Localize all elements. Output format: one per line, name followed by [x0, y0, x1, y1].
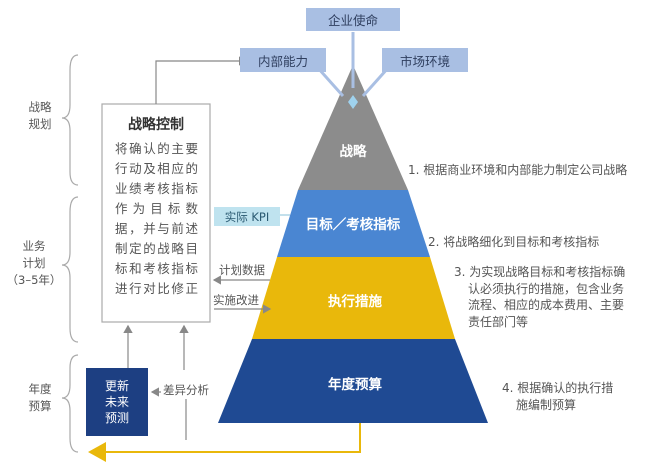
description-2: 2. 将战略细化到目标和考核指标: [428, 235, 600, 249]
pyramid-label-budget: 年度预算: [328, 377, 382, 393]
pyramid-label-measures: 执行措施: [328, 294, 382, 310]
apex-diamond: [348, 95, 358, 109]
strategy-control-text: 将确认的主要 行动及相应的 业绩考核指标 作为目标数 据，并与前述 制定的战略目…: [115, 141, 198, 296]
pyramid-tier-measures: [252, 257, 455, 339]
pyramid-label-targets: 目标／考核指标: [305, 217, 401, 233]
plan-data-label: 计划数据: [219, 263, 265, 277]
pyramid-tier-strategy: [298, 65, 408, 190]
variance-analysis-label: 差异分析: [161, 382, 211, 399]
side-label-annual-budget: 年度 预算: [28, 382, 52, 413]
update-forecast-box: 更新 未来 预测: [86, 368, 148, 436]
pyramid-tier-targets: [277, 190, 430, 257]
description-3: 3. 为实现战略目标和考核指标确 认必须执行的措施，包含业务 流程、相应的成本费…: [454, 265, 626, 329]
strategy-control-title: 战略控制: [128, 117, 184, 133]
brace-annual-budget: [61, 354, 79, 453]
description-4: 4. 根据确认的执行措 施编制预算: [502, 381, 614, 412]
description-1: 1. 根据商业环境和内部能力制定公司战略: [408, 163, 628, 177]
brace-strategy-planning: [61, 54, 79, 186]
actual-kpi-box: 实际 KPI: [214, 207, 280, 226]
internal-capability-box: 内部能力: [240, 48, 326, 72]
improve-label: 实施改进: [213, 293, 259, 307]
side-label-strategy-planning: 战略 规划: [28, 100, 52, 131]
brace-business-plan: [61, 196, 79, 343]
pyramid-label-strategy: 战略: [339, 144, 367, 160]
mission-box: 企业使命: [306, 8, 400, 31]
pyramid-tier-budget: [218, 339, 488, 423]
market-environment-box: 市场环境: [382, 48, 468, 72]
side-label-business-plan: 业务 计划 （3–5年）: [6, 239, 62, 287]
